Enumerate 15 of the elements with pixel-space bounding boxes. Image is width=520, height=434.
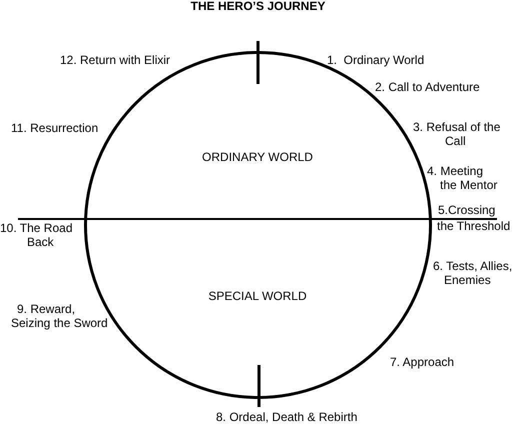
region-label: ORDINARY WORLD — [202, 150, 313, 164]
stage-label: 6. Tests, Allies, Enemies — [433, 259, 514, 287]
stage-label: 9. Reward, Seizing the Sword — [11, 302, 109, 330]
region-label: SPECIAL WORLD — [208, 289, 307, 303]
stage-label: 10. The Road Back — [0, 221, 74, 249]
diagram-title: THE HERO’S JOURNEY — [190, 0, 326, 12]
stage-label: 4. Meeting the Mentor — [427, 164, 498, 192]
stage-label: 3. Refusal of the Call — [413, 120, 502, 148]
stage-label: 8. Ordeal, Death & Rebirth — [216, 410, 358, 424]
stage-label: 12. Return with Elixir — [60, 53, 170, 67]
stage-label: 11. Resurrection — [11, 121, 98, 135]
stage-label: 1. Ordinary World — [327, 53, 424, 67]
stage-label: 2. Call to Adventure — [375, 80, 480, 94]
stage-label: 5.Crossing the Threshold — [437, 202, 512, 234]
stage-label: 7. Approach — [390, 355, 454, 369]
